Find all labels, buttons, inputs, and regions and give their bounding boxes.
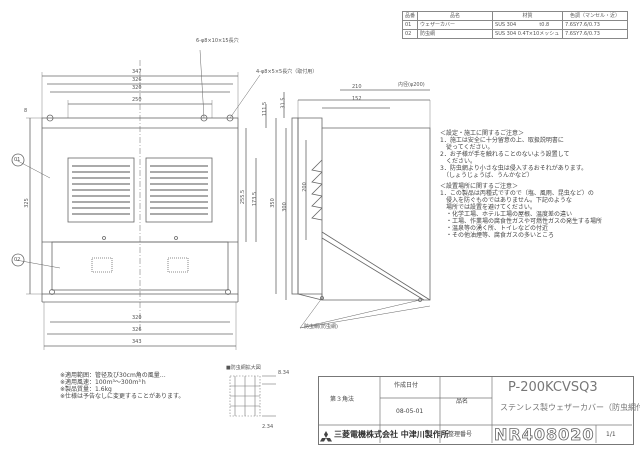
cell: 防虫網 [417, 29, 494, 39]
part-label-01: 01 [14, 157, 21, 163]
install-notes: ＜設定・施工に関するご注意＞ 1．施工は安全に十分留意の上、取扱説明書に 従って… [440, 130, 602, 239]
dim-173: 173.5 [252, 191, 259, 207]
cell: 7.6SY7.6/0.73 [562, 29, 629, 39]
mitsubishi-logo-icon [320, 428, 332, 442]
note-line: 1．施工は安全に十分留意の上、取扱説明書に [440, 137, 564, 144]
spec-line: ※適用範囲：管径及び30cm角の風量… [60, 372, 166, 379]
dim-347: 347 [132, 69, 142, 75]
cell: 02 [401, 29, 419, 39]
drawing-number-label: 整理番号 [448, 431, 473, 438]
note-line: ・化学工場、ホテル工場の屋根、温度差の違い [440, 211, 573, 218]
note-line: ください。 [440, 158, 477, 165]
dim-bottom-326: 326 [132, 327, 142, 333]
spec-line: ※製品質量：1.6kg [60, 386, 112, 393]
cell: 01 [401, 20, 419, 30]
dim-210: 210 [352, 84, 362, 90]
spec-line: ※適用風速：100ｍ³～300ｍ³ｈ [60, 379, 147, 386]
dim-bottom-320: 320 [132, 315, 142, 321]
dim-255: 255.5 [240, 189, 247, 205]
dim-152: 152 [352, 96, 362, 102]
name-label: 品名 [456, 398, 469, 405]
note-line: ＜設置場所に関するご注意＞ [440, 183, 519, 190]
dim-320: 320 [132, 85, 142, 91]
drawing-number: NR408020 [494, 425, 595, 445]
note-line: ・温泉等の湧く所、トイレなどの付近 [440, 225, 549, 232]
parts-table: 品番 品名 材質 色調（マンセル・近） 01 ウェザーカバー SUS 304 t… [401, 11, 629, 39]
dim-bottom-343: 343 [132, 339, 142, 345]
date-label: 作成日付 [394, 382, 419, 389]
side-view-body [297, 117, 431, 301]
dim-111: 111.5 [262, 101, 269, 117]
detail-dim-2: 2.34 [262, 424, 274, 430]
table-row: 02 防虫網 SUS 304 0.4T×10メッシュ 7.6SY7.6/0.73 [401, 29, 629, 39]
note-line: 1．この製品は丙種式ですので（塩、風雨、昆虫など）の [440, 190, 594, 197]
note-line: 場所では設置を避けてください。 [440, 204, 536, 211]
col-header: 品番 [401, 11, 419, 21]
note-line: 3．防虫網より小さな虫は侵入するおそれがあります。 [440, 165, 588, 172]
cell: SUS 304 0.4T×10メッシュ [492, 29, 564, 39]
title-block [318, 376, 634, 445]
hole-note-1: 6-φ8×10×15長穴 [196, 38, 239, 44]
dim-8: 8 [24, 108, 28, 114]
side-flange [291, 117, 299, 295]
col-header: 材質 [492, 11, 564, 21]
part-label-02: 02 [14, 257, 21, 263]
table-row: 01 ウェザーカバー SUS 304 t0.8 7.6SY7.6/0.73 [401, 20, 629, 30]
note-line: 侵入を防ぐものではありません。下記のような [440, 197, 572, 204]
sheet-number: 1/1 [606, 431, 616, 438]
detail-caption: ■防虫網拡大図 [226, 365, 261, 371]
dim-250: 250 [132, 97, 142, 103]
date-value: 08-05-01 [396, 408, 424, 415]
note-line: （しょうじょうば、うんかなど） [440, 172, 534, 179]
dim-31: 31.5 [280, 97, 287, 109]
side-diagonal [321, 231, 431, 301]
louver-left [67, 157, 135, 223]
dim-325: 325 [23, 198, 30, 208]
product-name: ステンレス製ウェザーカバー（防虫網付） [500, 403, 640, 412]
cell: 7.6SY7.6/0.73 [562, 20, 629, 30]
net-note: 防虫網(防虫網) [304, 324, 338, 330]
dim-350: 350 [269, 198, 276, 208]
dim-200: 200 [301, 182, 308, 192]
col-header: 品名 [417, 11, 494, 21]
cell: t0.8 [537, 20, 564, 30]
cell: ウェザーカバー [417, 20, 494, 30]
detail-dim-1: 8.34 [278, 370, 290, 376]
spec-notes: ※適用範囲：管径及び30cm角の風量… ※適用風速：100ｍ³～300ｍ³ｈ ※… [60, 372, 184, 400]
company-name: 三菱電機株式会社 中津川製作所 [334, 430, 449, 439]
note-line: 2．お子様が手を触れることのないよう設置して [440, 151, 570, 158]
note-line: ・その他油煙等、腐食ガスの多いところ [440, 232, 555, 239]
notes-title: ＜設定・施工に関するご注意＞ [440, 130, 525, 137]
hole-note-2: 4-φ8×5×5長穴（取付用） [256, 69, 318, 75]
cell: SUS 304 [492, 20, 538, 30]
model-number: P-200KCVSQ3 [508, 380, 598, 395]
note-line: 従ってください。 [440, 144, 494, 151]
dim-300: 300 [281, 202, 288, 212]
louver-right [145, 157, 213, 223]
note-line: ・工場、作業場の腐食性ガスや可燃性ガスの発生する場所 [440, 218, 603, 225]
angle-method: 第３角法 [330, 396, 355, 403]
dim-inner-diameter: 内径(φ200) [398, 82, 425, 88]
col-header: 色調（マンセル・近） [562, 11, 629, 21]
spec-line: ※仕様は予告なしに変更することがあります。 [60, 393, 185, 400]
dim-326: 326 [132, 77, 142, 83]
parts-table-header: 品番 品名 材質 色調（マンセル・近） [401, 11, 629, 21]
